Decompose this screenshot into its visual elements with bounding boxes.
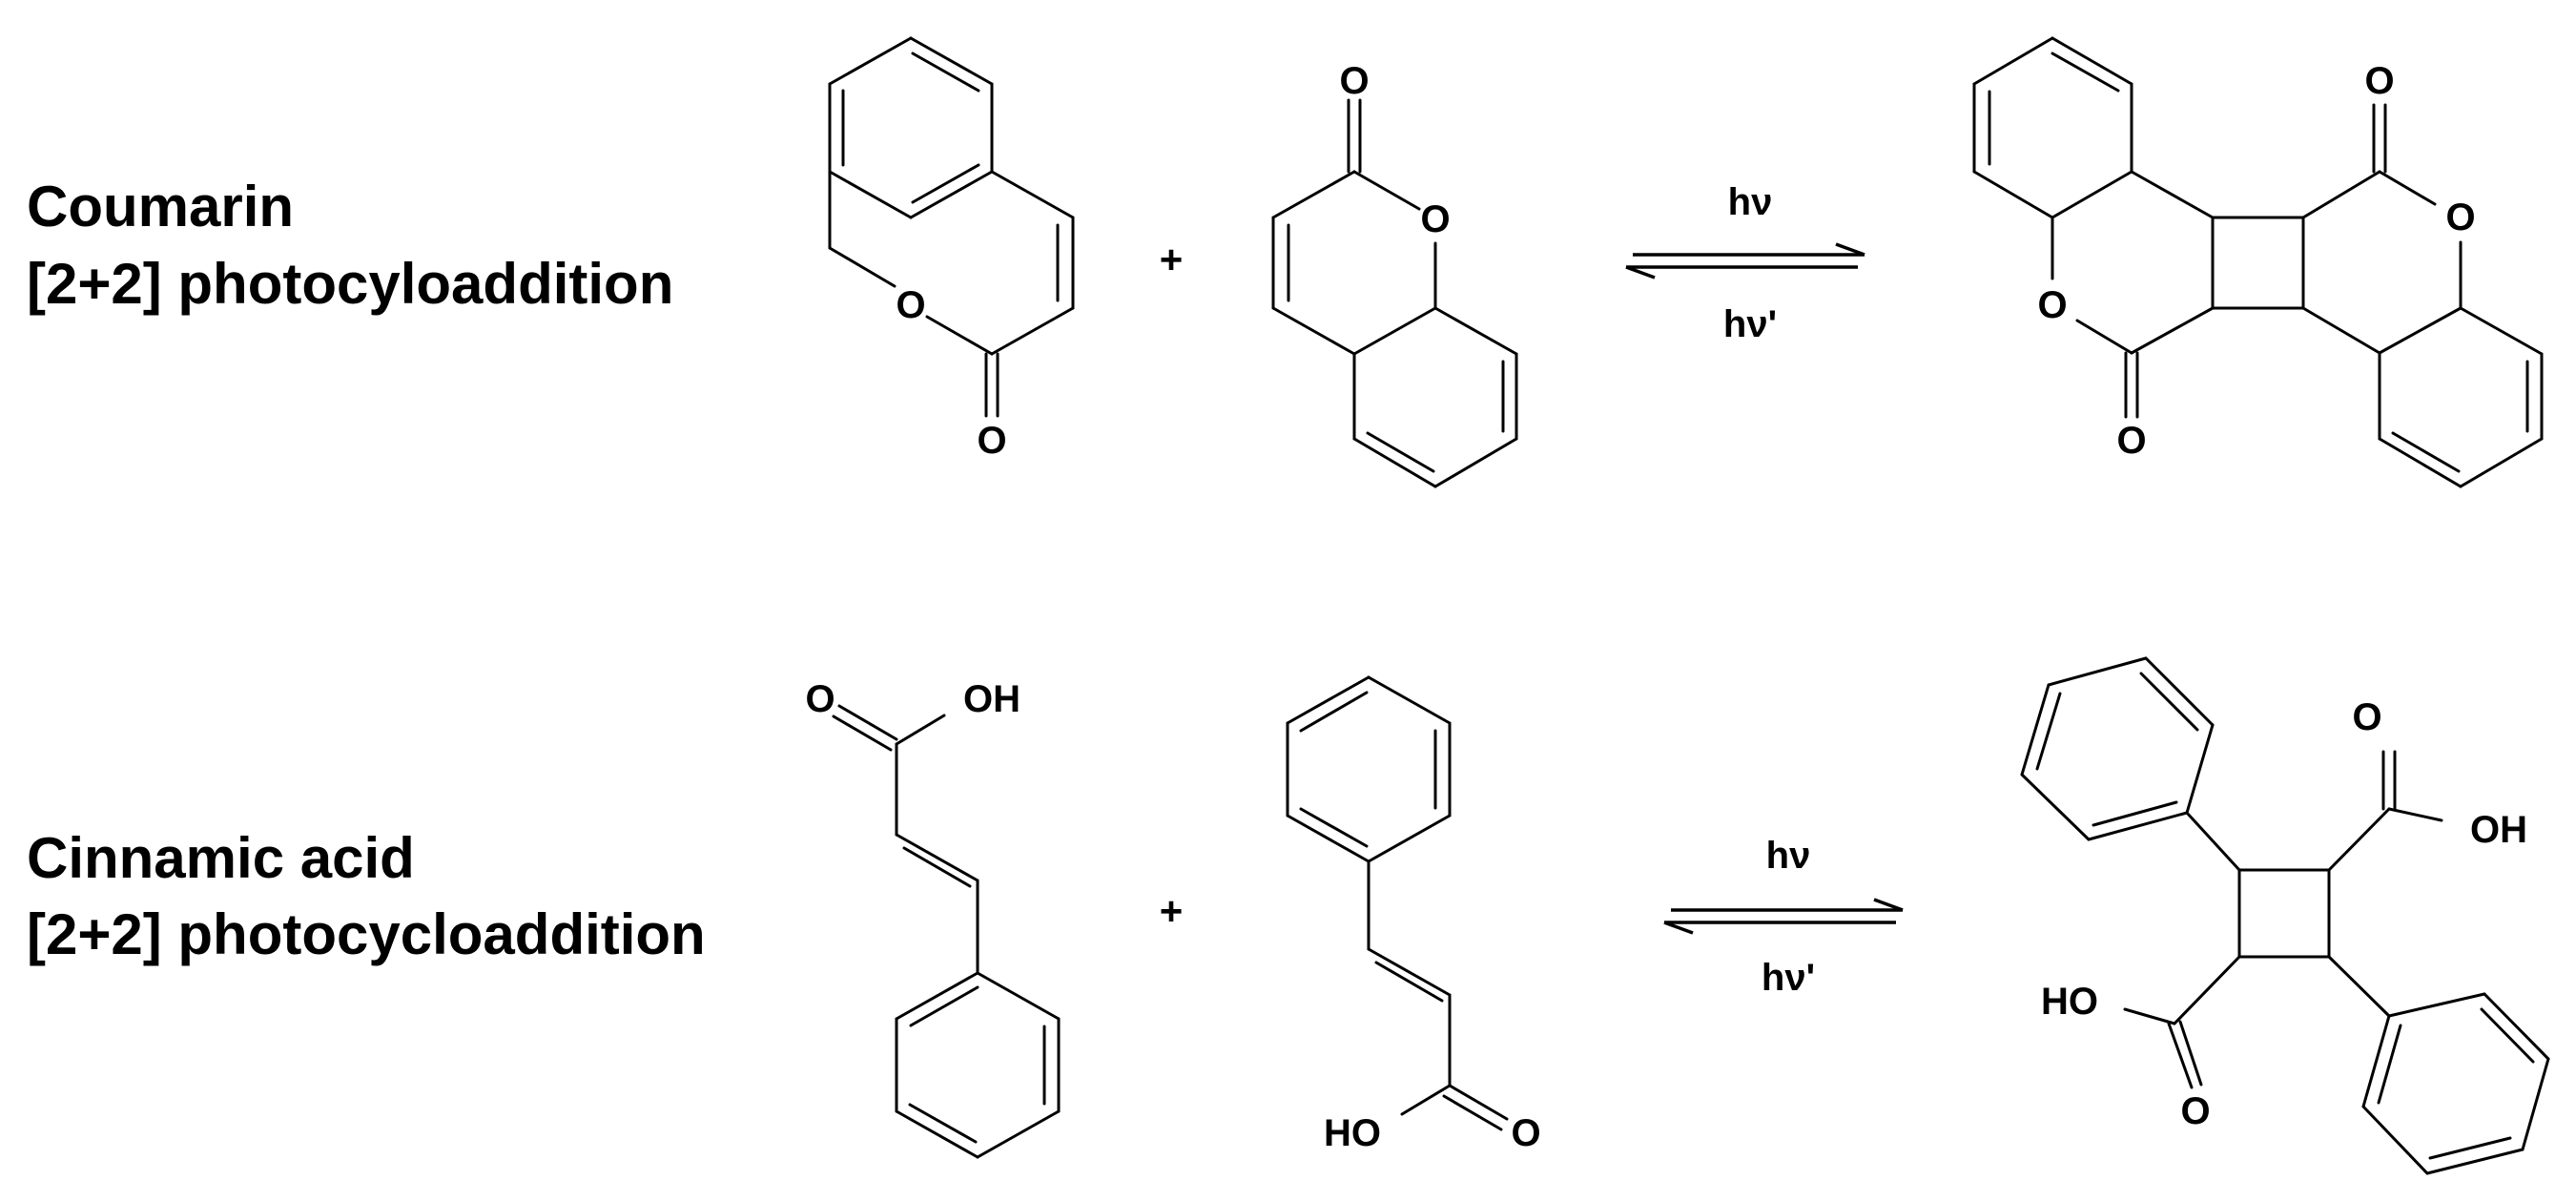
atom-ho: HO (2041, 981, 2098, 1023)
atom-o: O (805, 678, 835, 720)
atom-o: O (2352, 696, 2381, 738)
atom-o: O (1339, 60, 1369, 102)
forward-condition: hν (1728, 181, 1773, 223)
atom-o: O (2364, 60, 2394, 102)
cinnamic-title: Cinnamic acid (27, 826, 415, 890)
atom-ho: HO (1324, 1112, 1381, 1154)
equilibrium-arrow (1625, 242, 1865, 280)
coumarin-reactant-2 (1271, 98, 1518, 488)
atom-o: O (977, 420, 1006, 462)
reverse-condition: hν' (1723, 303, 1777, 345)
atom-o: O (1420, 198, 1450, 240)
reverse-condition: hν' (1762, 957, 1815, 999)
atom-o: O (2116, 420, 2146, 462)
plus-sign: + (1160, 889, 1184, 934)
atom-o: O (1511, 1112, 1540, 1154)
coumarin-subtitle: [2+2] photocyloaddition (27, 252, 673, 316)
atom-oh: OH (963, 678, 1020, 720)
atom-o: O (896, 284, 925, 326)
plus-sign: + (1160, 238, 1184, 282)
cinnamic-reactant-1 (832, 704, 1061, 1159)
cinnamic-reactant-2 (1286, 675, 1509, 1131)
atom-o: O (2180, 1090, 2210, 1132)
forward-condition: hν (1766, 835, 1811, 877)
equilibrium-arrow (1663, 898, 1904, 935)
coumarin-product (1972, 36, 2544, 488)
coumarin-reactant-1 (828, 36, 1075, 418)
atom-oh: OH (2470, 809, 2527, 851)
atom-o: O (2037, 284, 2067, 326)
cinnamic-product (2020, 656, 2550, 1175)
cinnamic-subtitle: [2+2] photocycloaddition (27, 902, 706, 966)
atom-o: O (2445, 197, 2475, 238)
coumarin-title: Coumarin (27, 175, 294, 238)
